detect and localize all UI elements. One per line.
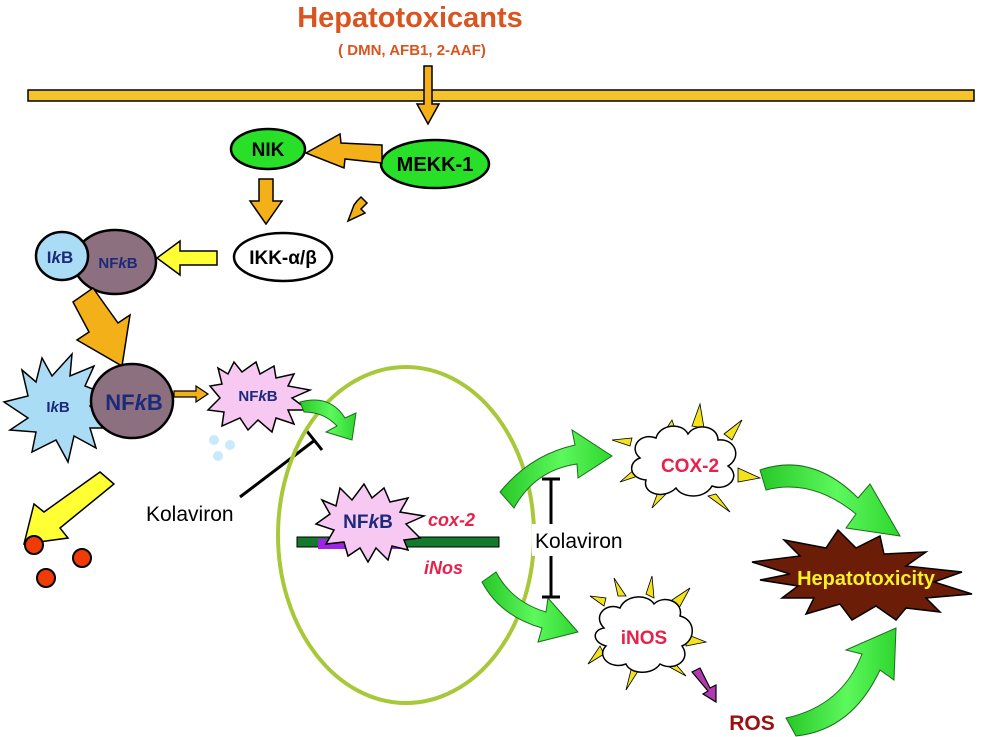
arrow-gene-to-cox2 <box>499 428 613 509</box>
degradation-dot <box>213 451 223 461</box>
nfkb-label-bound: NFkB <box>343 512 393 533</box>
inos-label: iNOS <box>621 628 667 649</box>
ikb-label-upper: IkB <box>47 248 73 267</box>
gene-cox2-label: cox-2 <box>428 510 475 530</box>
cox2-label: COX-2 <box>661 456 719 477</box>
inhibition-line-left <box>239 438 316 499</box>
degraded-dot <box>24 535 44 555</box>
nfkb-star-bound <box>314 482 427 564</box>
cell-membrane <box>27 89 975 102</box>
arrow-complex-to-phospho <box>72 286 132 368</box>
degradation-dot <box>225 440 235 450</box>
arrow-nfkb-into-nucleus <box>299 399 357 441</box>
arrow-ros-to-outcome <box>785 627 897 737</box>
nik-label: NIK <box>252 140 285 161</box>
kolaviron-label-right: Kolaviron <box>535 530 623 553</box>
diagram-title: Hepatotoxicants <box>297 2 523 34</box>
nfkb-label-upper: NFkB <box>98 255 137 272</box>
nfkb-label-free: NFkB <box>238 388 277 405</box>
cox2-cloud <box>631 425 737 497</box>
degraded-dot <box>36 568 56 588</box>
arrow-gene-to-inos <box>481 571 579 643</box>
arrow-mekk1-to-ikk <box>346 195 369 223</box>
gene-inos-label: iNos <box>424 558 463 578</box>
arrow-inos-to-ros <box>691 667 717 704</box>
nfkb-label-phospho: NFkB <box>105 390 162 415</box>
outcome-label: Hepatotoxicity <box>797 568 936 590</box>
mekk1-label: MEKK-1 <box>397 154 474 176</box>
arrow-release-nfkb <box>173 384 210 404</box>
arrow-mekk1-to-nik <box>304 132 383 170</box>
nfkb-star-free <box>206 360 313 434</box>
arrow-toxicant-to-mekk1 <box>415 65 441 126</box>
nik-node <box>229 127 307 171</box>
mekk1-node <box>379 138 491 190</box>
kolaviron-label-left: Kolaviron <box>146 503 234 526</box>
ikb-label-phospho: IkB <box>46 399 70 416</box>
ikk-node <box>232 231 334 283</box>
hepatotoxicity-star <box>751 528 973 622</box>
inos-cloud <box>594 596 693 673</box>
arrow-cox2-to-outcome <box>759 464 901 537</box>
arrow-nik-to-ikk <box>248 178 284 226</box>
arrow-ikk-to-complex <box>155 239 218 277</box>
diagram-subtitle: ( DMN, AFB1, 2-AAF) <box>338 42 486 59</box>
kolaviron-label-bg <box>532 524 642 556</box>
ikb-node-upper <box>34 230 90 282</box>
inhibition-bar-left <box>304 429 324 451</box>
arrow-to-degradation <box>23 471 116 545</box>
ikk-label: IKK-α/β <box>249 248 317 269</box>
ros-label: ROS <box>729 712 775 735</box>
degraded-dot <box>72 548 92 568</box>
nfkb-node-phospho <box>89 362 175 440</box>
degradation-dot <box>209 435 219 445</box>
ikb-spiky-node <box>2 351 116 465</box>
